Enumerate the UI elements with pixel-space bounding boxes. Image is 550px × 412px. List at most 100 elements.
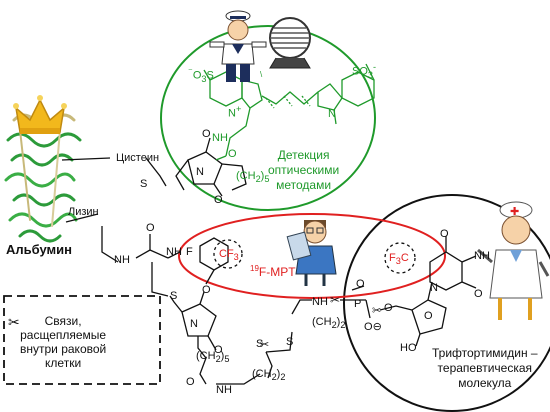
mpt-superscript: 19 [250, 264, 259, 273]
mpt-ellipse [178, 213, 446, 299]
cyanine-dye [203, 63, 375, 161]
o-mal2b-label: O [214, 344, 223, 356]
crown-icon [13, 95, 67, 134]
n-nuc-label: N [430, 282, 438, 294]
n-mal2-label: N [190, 318, 198, 330]
cf3-text: CF [219, 248, 234, 260]
o-amide2-label: O [186, 376, 195, 388]
o-mal2-label: O [202, 284, 211, 296]
cysteine-label: Цистеин [116, 152, 160, 164]
so3-right-label: SO3- [352, 62, 377, 80]
legend-line-2: расщепляемые [20, 328, 107, 342]
svg-text:✚: ✚ [510, 206, 519, 218]
f3c-label: F3C [389, 252, 409, 267]
dye-c5-label: (CH2)5 [236, 170, 270, 185]
n-plus-label: N+ [228, 104, 242, 120]
ch2-a-sub2: 2 [280, 372, 286, 383]
s-a-label: S [256, 338, 264, 350]
p-o-label: O [384, 302, 393, 314]
o-bottom-label: O [214, 194, 223, 206]
ch2-b-sub2: 2 [340, 320, 346, 331]
p-o-minus-charge: ⊖ [372, 321, 382, 333]
detection-label: Детекция оптическими методами [268, 148, 339, 193]
nh-nuc-text: NH [474, 250, 490, 262]
nh-nuc-label: NH [474, 250, 490, 262]
albumin-linkers [61, 157, 167, 263]
trifluridine-line-1: Трифтортимидин – [432, 346, 538, 360]
maleimide-top [175, 137, 247, 197]
so3-left-o: O [192, 69, 202, 82]
trifluridine-circle [343, 194, 550, 412]
scissors-icon: ✂ [260, 339, 269, 351]
scissors-icon: ✂ [330, 293, 340, 307]
ch2-a-text: (CH [252, 368, 272, 380]
nh-phe-label: NH [166, 246, 182, 258]
legend-line-1: Связи, [44, 314, 82, 328]
ch2-a-label: (CH2)2 [252, 368, 286, 383]
scientist-figure-icon [286, 220, 337, 286]
n-right-label: N [328, 108, 336, 120]
trifluridine-label: Трифтортимидин – терапевтическая молекул… [432, 346, 538, 391]
so3-right-text: SO [352, 65, 368, 78]
trifluridine-structure [379, 236, 477, 347]
legend-text: Связи, расщепляемые внутри раковой клетк… [20, 314, 106, 370]
f3c-sub: 3 [395, 256, 401, 267]
nh-lower-label: NH [216, 384, 232, 396]
f3c-text: F [389, 252, 396, 264]
doctor-figure-icon: ✚ [477, 201, 550, 320]
c5-label: (CH2)5 [196, 350, 230, 365]
nh-phe-text: NH [166, 246, 182, 258]
o-nuc-top-label: O [440, 228, 449, 240]
scissors-icon: ✂ [372, 305, 381, 317]
s-mid-label: S [170, 290, 178, 302]
ch2-b-sub: 2 [331, 320, 337, 331]
dye-c5-sub: 5 [264, 174, 270, 185]
p-o-minus-label: O⊖ [364, 320, 382, 333]
legend-line-3: внутри раковой [20, 342, 107, 356]
nh-p-label: NH [312, 296, 328, 308]
s-b-label: S [286, 336, 294, 348]
main-chain [135, 234, 371, 385]
albumin-label: Альбумин [6, 242, 73, 257]
sailor-figure-icon [209, 10, 267, 82]
cf3-dashed-circle [213, 239, 243, 269]
so3-left-label: ⁻O3S [188, 66, 214, 84]
c5-text: (C [196, 350, 208, 362]
lysine-label: Лизин [68, 206, 99, 218]
dye-c5-text: (C [236, 170, 248, 182]
ho-label: HO [400, 342, 417, 354]
legend-box [3, 295, 161, 385]
trifluridine-line-3: молекула [458, 376, 512, 390]
o-ring-label: O [424, 310, 433, 322]
detection-line-3: методами [276, 178, 332, 192]
mpt-text: F-MPT [258, 265, 296, 279]
so3-right-sub: 3 [367, 69, 373, 80]
optical-detection-ellipse [160, 25, 376, 211]
cf3-label: CF3 [219, 248, 239, 262]
mpt-label: 19F-MPT [250, 264, 296, 279]
c5-sub: 5 [224, 354, 230, 365]
scissors-icon: ✂ [8, 314, 20, 330]
p-o-top-label: O [356, 278, 365, 290]
o-nuc-bottom-label: O [474, 288, 483, 300]
o-top-label: O [202, 128, 211, 140]
ch2-a-sub: 2 [271, 372, 277, 383]
albumin-protein [4, 113, 82, 243]
p-o-minus-text: O [364, 321, 373, 333]
dye-o-label: O [228, 148, 237, 160]
legend-line-4: клетки [45, 356, 82, 370]
f-label: F [186, 246, 193, 258]
trifluridine-line-2: терапевтическая [437, 361, 533, 375]
ch2-b-label: (CH2)2 [312, 316, 346, 331]
nh-dye-label: NH [212, 132, 228, 144]
f3c-dashed-circle [384, 242, 416, 274]
cf3-sub: 3 [233, 252, 239, 263]
o-amide-label: O [146, 222, 155, 234]
so3-left-charge: ⁻ [188, 66, 193, 76]
n-plus-text: N [228, 107, 236, 120]
nh-lys-label: NH [114, 254, 130, 266]
detection-line-2: оптическими [268, 163, 340, 177]
svg-text:\: \ [260, 70, 263, 79]
